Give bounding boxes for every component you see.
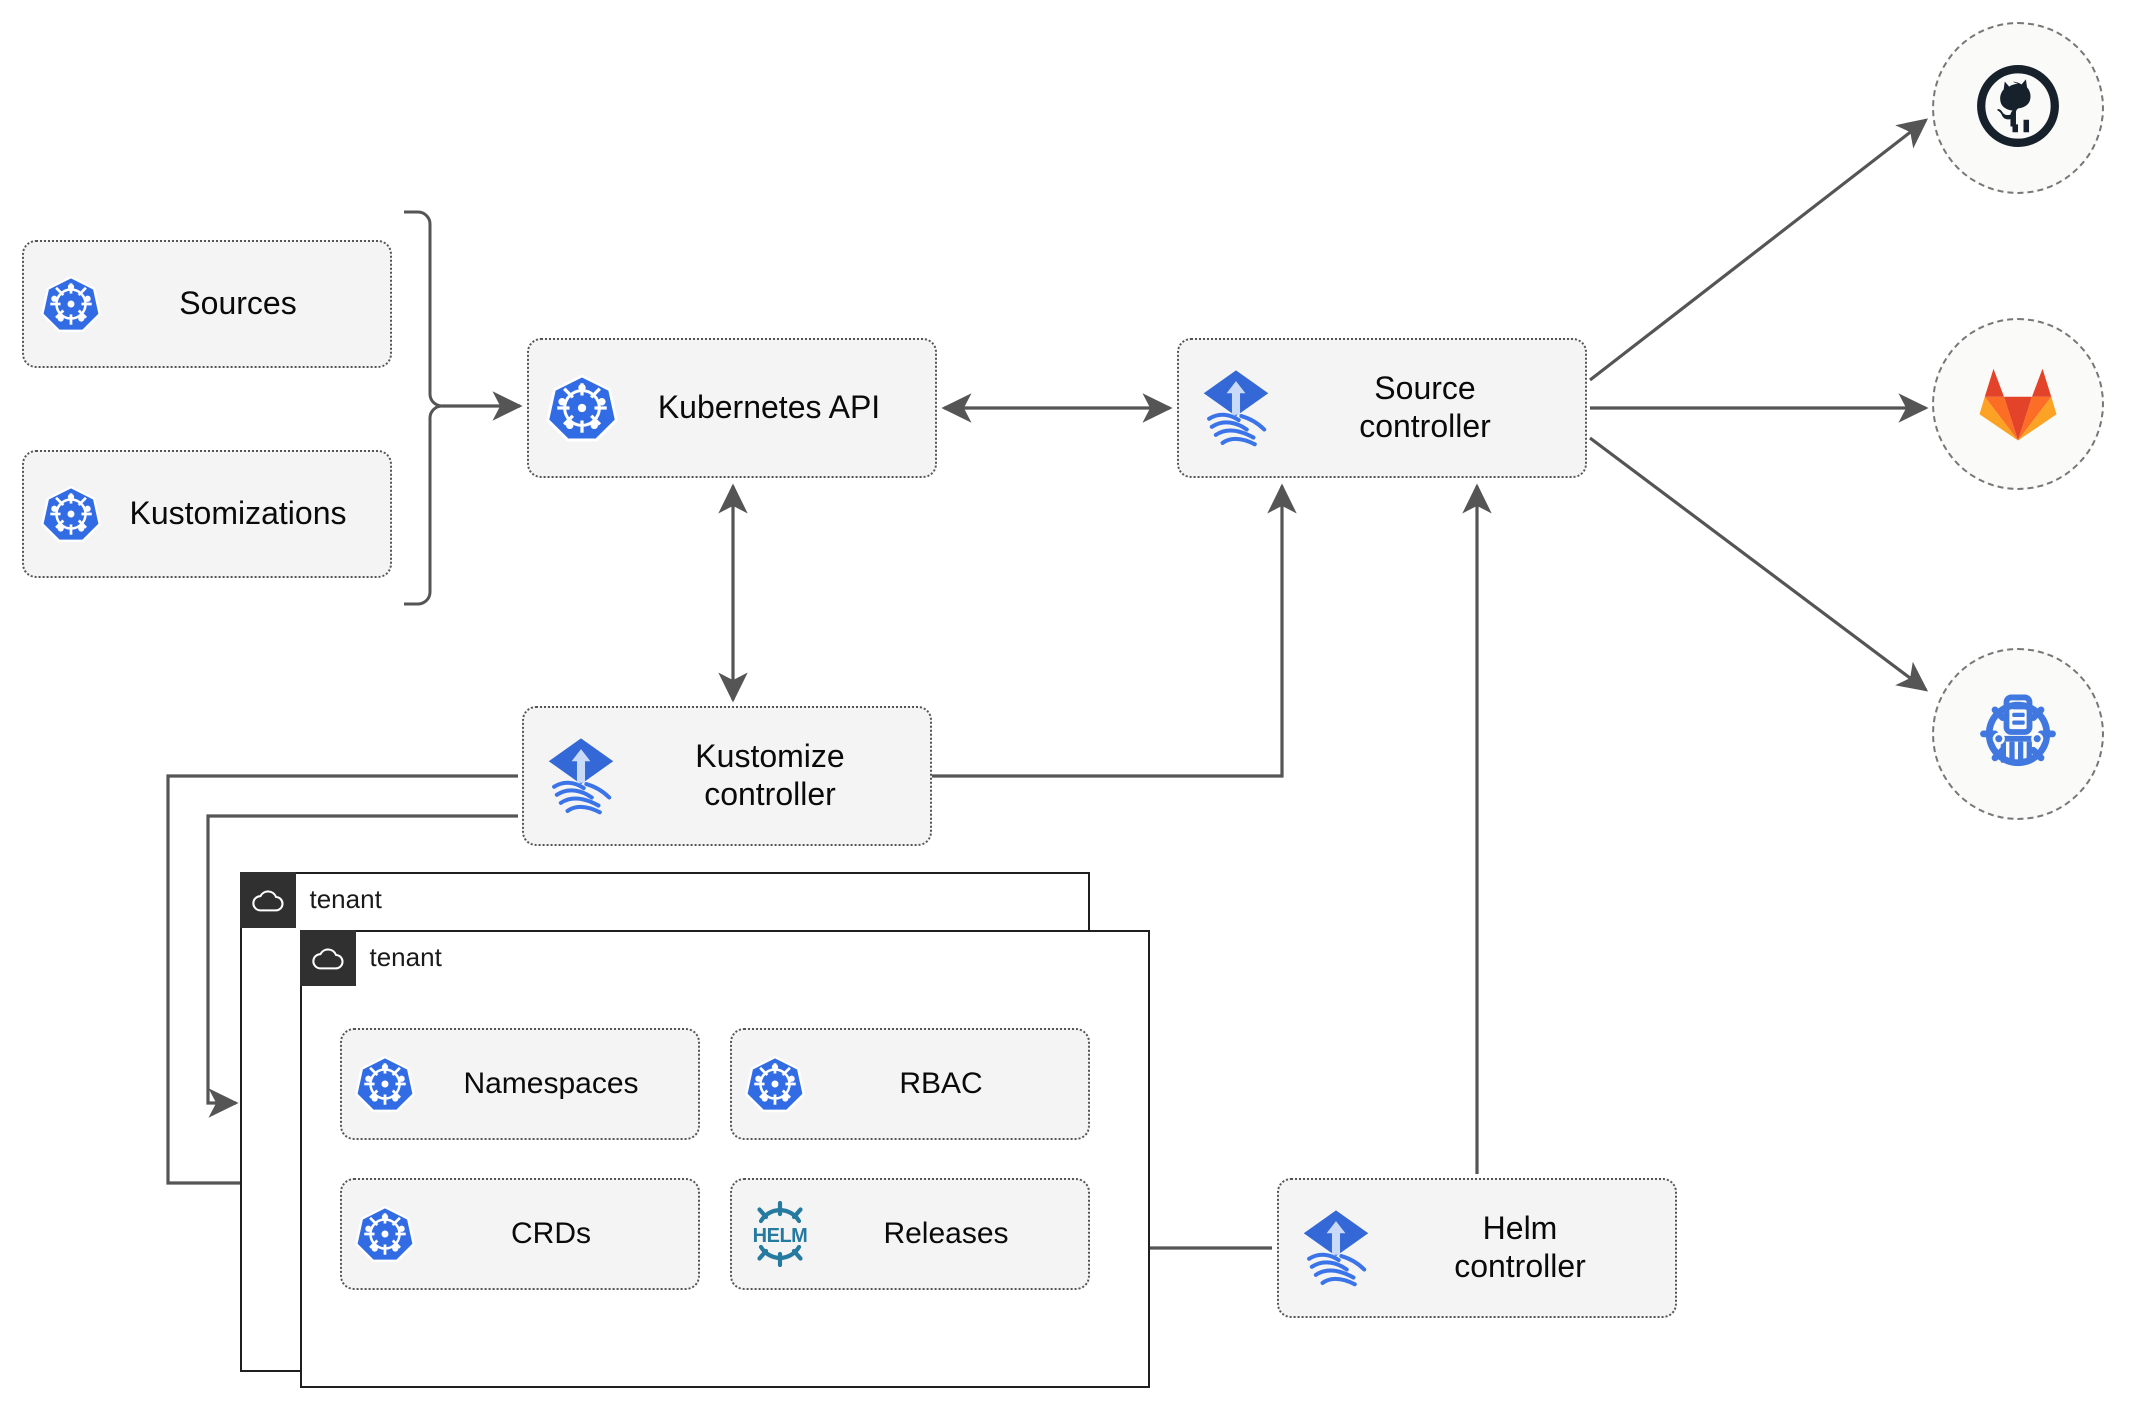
node-label: Sources bbox=[179, 285, 297, 322]
tenant-header: tenant bbox=[299, 929, 442, 986]
gitlab-icon bbox=[1974, 360, 2062, 449]
node-source-controller[interactable]: Source controller bbox=[1177, 338, 1587, 478]
node-kubernetes-api[interactable]: Kubernetes API bbox=[527, 338, 937, 478]
chart-repository-icon bbox=[1970, 684, 2066, 785]
edge-kustomizectl-sourcectl bbox=[932, 483, 1297, 778]
node-rbac[interactable]: RBAC bbox=[730, 1028, 1090, 1140]
node-label: Helm controller bbox=[1454, 1210, 1586, 1284]
kubernetes-icon bbox=[354, 1203, 416, 1265]
tenant-header: tenant bbox=[239, 871, 382, 928]
node-kustomizations[interactable]: Kustomizations bbox=[22, 450, 392, 578]
external-source-github[interactable] bbox=[1932, 22, 2104, 194]
node-helm-controller[interactable]: Helm controller bbox=[1277, 1178, 1677, 1318]
github-icon bbox=[1972, 60, 2064, 157]
tenant-container-front[interactable]: tenant bbox=[299, 929, 1150, 1388]
node-label: Kustomizations bbox=[129, 495, 347, 532]
helm-icon: HELM bbox=[744, 1201, 816, 1267]
cloud-icon bbox=[239, 871, 296, 928]
tenant-label: tenant bbox=[309, 884, 382, 914]
node-namespaces[interactable]: Namespaces bbox=[340, 1028, 700, 1140]
node-label: Source controller bbox=[1359, 370, 1491, 444]
node-releases[interactable]: HELM Releases bbox=[730, 1178, 1090, 1290]
node-label: Kustomize controller bbox=[695, 738, 845, 812]
cloud-icon bbox=[299, 929, 356, 986]
node-kustomize-controller[interactable]: Kustomize controller bbox=[522, 706, 932, 846]
node-sources[interactable]: Sources bbox=[22, 240, 392, 368]
kubernetes-icon bbox=[40, 483, 102, 545]
node-label: Releases bbox=[883, 1217, 1009, 1251]
kubernetes-icon bbox=[545, 371, 619, 445]
flux-icon bbox=[1193, 365, 1279, 451]
flux-icon bbox=[538, 733, 624, 819]
node-label: CRDs bbox=[511, 1217, 591, 1251]
edge-sourcectl-chartrepo bbox=[1589, 436, 1929, 692]
flux-icon bbox=[1293, 1205, 1379, 1291]
tenant-label: tenant bbox=[369, 942, 442, 972]
node-crds[interactable]: CRDs bbox=[340, 1178, 700, 1290]
kubernetes-icon bbox=[354, 1053, 416, 1115]
edge-sourcectl-github bbox=[1589, 118, 1929, 382]
kubernetes-icon bbox=[744, 1053, 806, 1115]
group-bracket bbox=[404, 210, 443, 606]
external-source-chart-repository[interactable] bbox=[1932, 648, 2104, 820]
kubernetes-icon bbox=[40, 273, 102, 335]
svg-text:HELM: HELM bbox=[753, 1225, 808, 1247]
external-source-gitlab[interactable] bbox=[1932, 318, 2104, 490]
node-label: RBAC bbox=[899, 1067, 983, 1101]
node-label: Namespaces bbox=[463, 1067, 639, 1101]
node-label: Kubernetes API bbox=[657, 389, 881, 426]
